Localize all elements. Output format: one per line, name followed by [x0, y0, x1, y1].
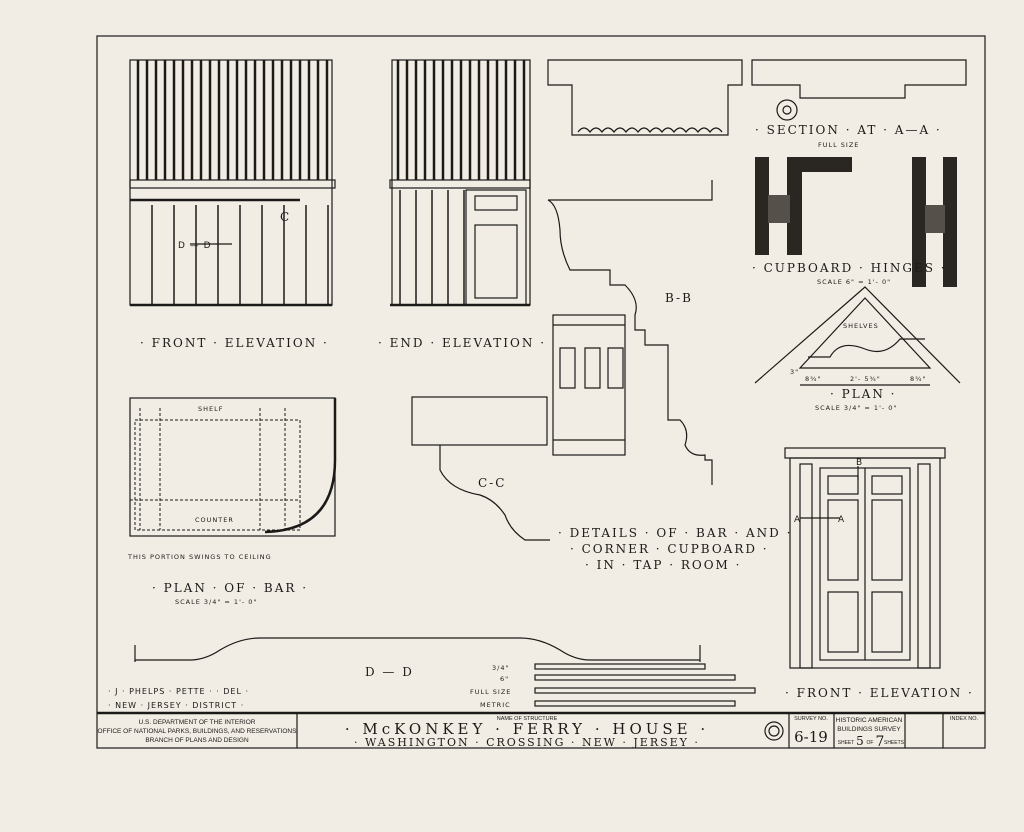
- details-title-line-2: · CORNER · CUPBOARD ·: [570, 542, 769, 556]
- swing-note: THIS PORTION SWINGS TO CEILING: [127, 553, 272, 561]
- details-title-line-1: · DETAILS · OF · BAR · AND ·: [558, 526, 792, 540]
- name-caption: NAME OF STRUCTURE: [497, 716, 558, 722]
- sheet-total: 7: [876, 734, 885, 750]
- habs-line-1: HISTORIC AMERICAN: [836, 717, 903, 724]
- dim-center: 2'- 5¾": [850, 375, 881, 383]
- mark-b: B: [856, 458, 863, 468]
- end-elevation-title: · END · ELEVATION ·: [378, 336, 546, 350]
- of-label: OF: [867, 740, 874, 746]
- corner-cupboard-plan-drawing: [754, 286, 961, 386]
- sheet-number: 5: [856, 734, 864, 748]
- front-elevation-bar-drawing: C D — D: [129, 59, 336, 307]
- credit-district: · NEW · JERSEY · DISTRICT ·: [108, 701, 244, 710]
- shelves-label: SHELVES: [843, 322, 879, 330]
- cupboard-hinges-title: · CUPBOARD · HINGES ·: [752, 261, 947, 275]
- credit-delineator: · J · PHELPS · PETTE · · DEL ·: [108, 687, 249, 696]
- section-dd-label: D — D: [365, 665, 414, 679]
- section-bb-drawing: [547, 180, 713, 485]
- cupboard-hinges-drawing: [755, 157, 957, 287]
- section-cc-drawing: [411, 396, 550, 541]
- mark-a-right: A: [838, 515, 845, 525]
- cupboard-hinges-scale: SCALE 6" = 1'- 0": [817, 278, 891, 286]
- section-cc-label: C-C: [478, 476, 506, 490]
- mark-a-left: A: [794, 515, 801, 525]
- end-elevation-drawing: [389, 59, 531, 307]
- scale-bar-label-metric: METRIC: [480, 701, 511, 709]
- survey-number: 6-19: [794, 728, 828, 746]
- section-aa-title: · SECTION · AT · A—A ·: [755, 123, 942, 137]
- graphic-scales: [534, 663, 756, 707]
- details-title-line-3: · IN · TAP · ROOM ·: [585, 558, 741, 572]
- plan-of-bar-title: · PLAN · OF · BAR ·: [152, 581, 308, 595]
- counter-label: COUNTER: [195, 516, 234, 524]
- sheet-label: SHEET: [838, 740, 855, 746]
- index-caption: INDEX NO.: [950, 716, 979, 722]
- section-dd-drawing: [134, 637, 701, 662]
- structure-location: · WASHINGTON · CROSSING · NEW · JERSEY ·: [354, 736, 700, 749]
- shelf-label: SHELF: [198, 405, 223, 413]
- plan-title: · PLAN ·: [830, 387, 896, 401]
- front-elevation-bar-title: · FRONT · ELEVATION ·: [140, 336, 329, 350]
- scale-bar-label-full: FULL SIZE: [470, 688, 511, 696]
- sheets-label: SHEETS: [884, 740, 905, 746]
- survey-caption: SURVEY NO.: [794, 716, 828, 722]
- section-aa-drawing: [547, 59, 967, 136]
- sheet-border: [96, 35, 986, 749]
- section-mark-c: C: [280, 210, 291, 224]
- agency-line-1: U.S. DEPARTMENT OF THE INTERIOR: [139, 719, 256, 726]
- cupboard-front-elevation-drawing: [784, 447, 946, 669]
- dim-right: 8¾": [910, 375, 926, 383]
- section-bb-label: B-B: [665, 291, 693, 305]
- scale-bar-label-3-4: 3/4": [492, 664, 509, 672]
- cupboard-front-elevation-title: · FRONT · ELEVATION ·: [785, 686, 974, 700]
- side-dim: 3": [790, 368, 799, 376]
- habs-line-2: BUILDINGS SURVEY: [837, 726, 901, 733]
- dim-left: 8¾": [805, 375, 821, 383]
- section-aa-scale: FULL SIZE: [818, 141, 859, 149]
- agency-line-2: OFFICE OF NATIONAL PARKS, BUILDINGS, AND…: [98, 728, 298, 735]
- cut-label-dd: D — D: [178, 241, 212, 251]
- title-block: [296, 713, 944, 748]
- agency-line-3: BRANCH OF PLANS AND DESIGN: [145, 737, 249, 744]
- plan-of-bar-drawing: [129, 397, 337, 537]
- plan-scale: SCALE 3/4" = 1'- 0": [815, 404, 897, 412]
- structure-name: · McKONKEY · FERRY · HOUSE ·: [345, 720, 709, 738]
- scale-bar-label-6in: 6": [500, 675, 509, 683]
- plan-of-bar-scale: SCALE 3/4" = 1'- 0": [175, 598, 257, 606]
